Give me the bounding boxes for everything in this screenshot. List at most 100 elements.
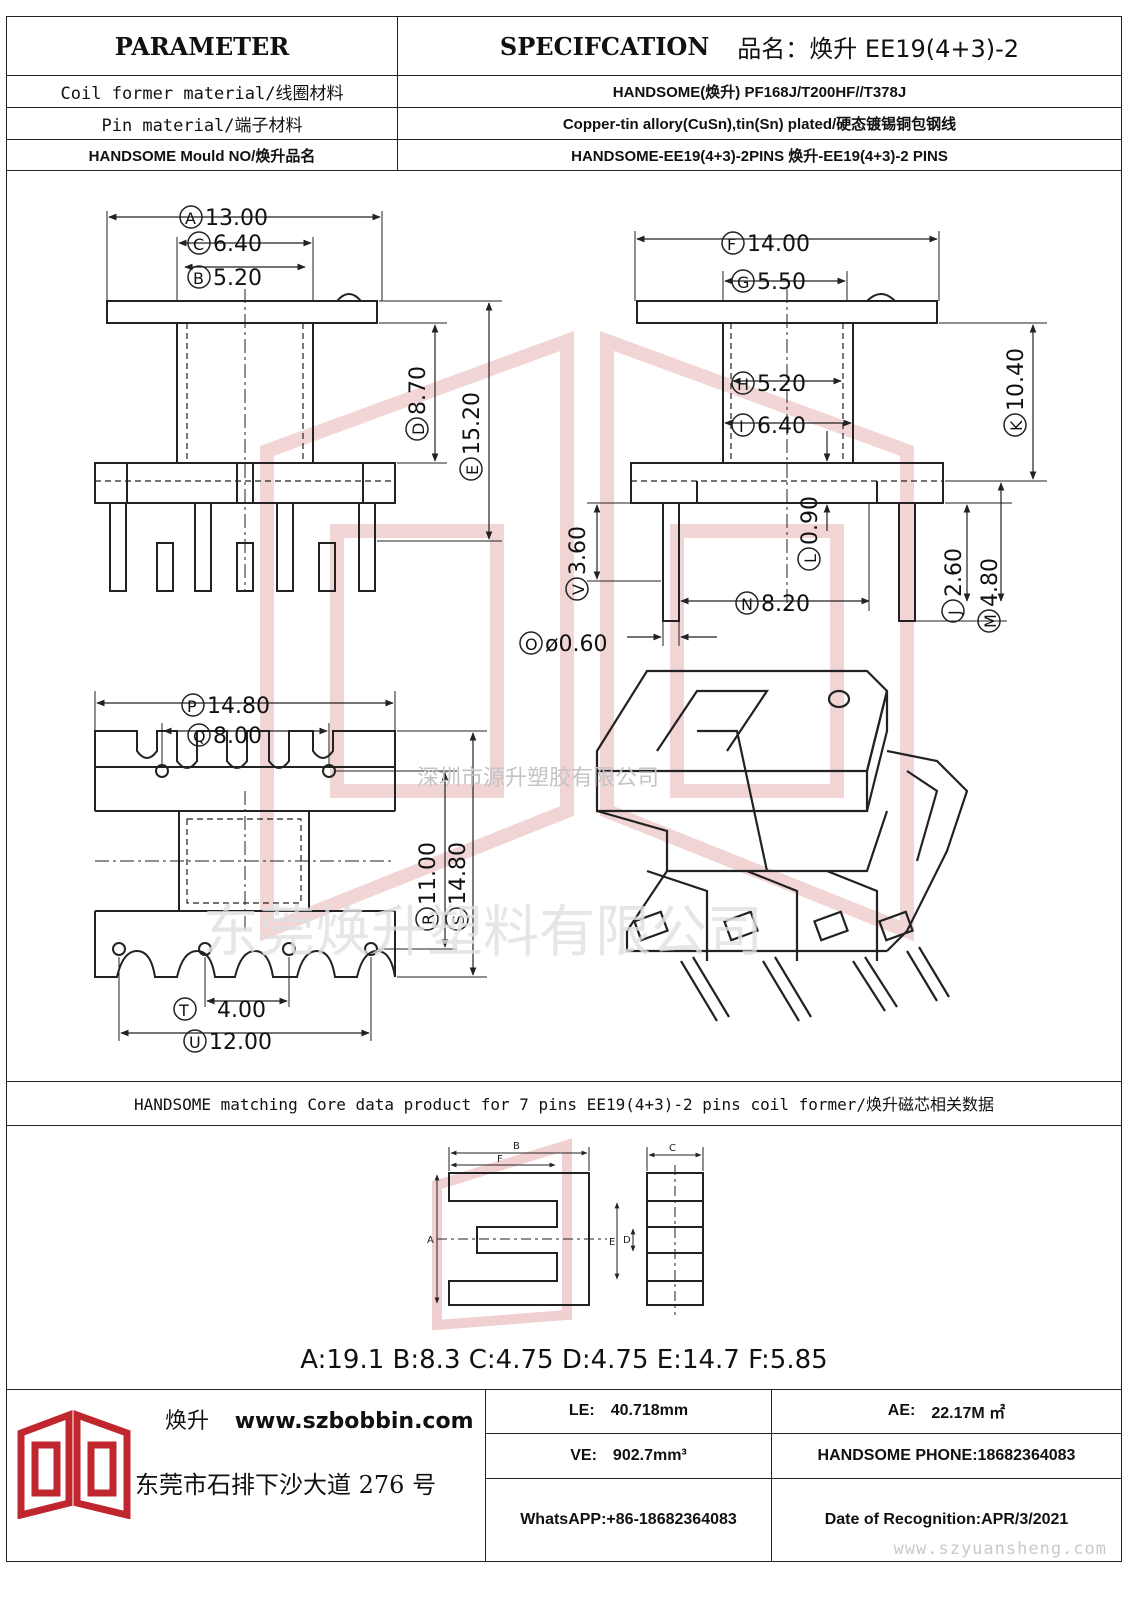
svg-text:E: E [463,465,482,475]
svg-text:B: B [193,269,204,288]
watermark-url: www.szyuansheng.com [893,1539,1107,1559]
ae-label: AE: [887,1402,916,1419]
core-data-header: HANDSOME matching Core data product for … [7,1081,1121,1126]
brand-line: 焕升 www.szbobbin.com [165,1403,474,1435]
le-cell: LE: 40.718mm [486,1389,772,1434]
dim-p-label: 14.80 [207,694,270,719]
side-view [587,231,1047,646]
bottom-view [94,691,487,1041]
spec-title: SPECIFCATION [499,31,710,61]
table-row-pin: Pin material/端子材料 Copper-tin allory(CuSn… [7,108,1121,140]
front-pins [109,502,376,592]
phone-cell: HANDSOME PHONE:18682364083 [772,1434,1121,1479]
parameter-table: PARAMETER SPECIFCATION 品名：焕升 EE19(4+3)-2… [7,17,1121,171]
core-parameters-grid: LE: 40.718mm AE: 22.17M ㎡ VE: 902.7mm³ H… [486,1389,1121,1561]
table-row-mould: HANDSOME Mould NO/焕升品名 HANDSOME-EE19(4+3… [7,140,1121,171]
svg-text:K: K [1007,420,1026,431]
svg-text:U: U [189,1033,201,1052]
svg-text:V: V [569,584,588,595]
ve-cell: VE: 902.7mm³ [486,1434,772,1479]
svg-text:N: N [741,595,753,614]
watermark-company-large: 东莞焕升塑料有限公司 [203,900,763,965]
dim-j-label: 2.60 [942,548,967,597]
core-label-e: E [609,1237,615,1248]
watermark-logo [260,330,914,942]
dim-o-label: ø0.60 [545,632,607,657]
dim-r-label: 11.00 [416,842,441,905]
website-link[interactable]: www.szbobbin.com [234,1409,474,1434]
svg-text:R: R [419,914,438,925]
svg-text:S: S [449,915,468,925]
date-cell: Date of Recognition:APR/3/2021 [824,1511,1069,1528]
dim-c-label: 6.40 [213,232,262,257]
svg-text:L: L [801,554,820,563]
whatsapp-cell: WhatsAPP:+86-18682364083 [486,1479,772,1561]
dim-e-label: 15.20 [460,392,485,455]
parameter-title: PARAMETER [7,17,398,75]
svg-text:C: C [193,235,204,254]
company-address: 东莞市石排下沙大道 276 号 [135,1471,437,1499]
dim-q-label: 8.00 [213,724,262,749]
dim-b-label: 5.20 [213,266,262,291]
svg-text:Q: Q [193,727,206,746]
dim-t-label: 4.00 [217,998,266,1023]
brand-name: 焕升 [165,1409,210,1434]
mould-no-value: HANDSOME-EE19(4+3)-2PINS 焕升-EE19(4+3)-2 … [571,147,948,165]
bobbin-drawing: A 13.00 C 6.40 B 5.20 D 8.70 E 15.20 F 14.00 G… [7,205,1121,1082]
svg-text:O: O [525,635,538,654]
ve-label: VE: [570,1447,597,1464]
dim-l-label: 0.90 [798,496,823,545]
dim-s-label: 14.80 [446,842,471,905]
handsome-logo [17,1409,131,1519]
core-drawing: B F A C E D [427,1138,704,1331]
svg-text:T: T [178,1001,189,1020]
core-label-a: A [427,1235,434,1246]
ae-cell: AE: 22.17M ㎡ [772,1389,1121,1434]
dim-h-label: 5.20 [757,372,806,397]
coil-material-value: HANDSOME(焕升) PF168J/T200HF//T378J [612,84,907,101]
dim-v-label: 3.60 [566,526,591,575]
svg-text:I: I [739,417,744,436]
dim-n-label: 8.20 [761,592,810,617]
dimension-labels: A 13.00 C 6.40 B 5.20 D 8.70 E 15.20 F 14.00 G… [173,205,1029,1055]
front-view [94,211,502,592]
core-label-c: C [669,1143,676,1154]
dim-g-label: 5.50 [757,270,806,295]
dim-a-label: 13.00 [205,206,268,231]
dim-k-label: 10.40 [1004,348,1029,411]
e-core-front [448,1172,590,1306]
dim-i-label: 6.40 [757,414,806,439]
dim-m-label: 4.80 [978,558,1003,607]
ve-value: 902.7mm³ [612,1447,687,1464]
svg-text:J: J [945,610,964,616]
svg-text:M: M [981,614,1000,628]
core-label-f: F [497,1154,503,1165]
dim-u-label: 12.00 [209,1030,272,1055]
le-label: LE: [568,1402,595,1419]
svg-text:A: A [185,209,196,228]
brand-block: 焕升 www.szbobbin.com 东莞市石排下沙大道 276 号 [7,1389,486,1561]
core-label-d: D [623,1235,631,1246]
table-row-coil: Coil former material/线圈材料 HANDSOME(焕升) P… [7,76,1121,108]
svg-text:G: G [737,273,749,292]
title-row: PARAMETER SPECIFCATION 品名：焕升 EE19(4+3)-2 [7,17,1121,76]
footer: 焕升 www.szbobbin.com 东莞市石排下沙大道 276 号 LE: … [7,1389,1121,1561]
isometric-view [595,669,969,1022]
spec-title-cell: SPECIFCATION 品名：焕升 EE19(4+3)-2 [398,17,1121,75]
pin-material-value: Copper-tin allory(CuSn),tin(Sn) plated/硬… [562,116,957,133]
ae-value: 22.17M ㎡ [931,1405,1006,1422]
svg-text:F: F [727,235,736,254]
spec-sheet: PARAMETER SPECIFCATION 品名：焕升 EE19(4+3)-2… [6,16,1122,1562]
svg-text:H: H [737,375,749,394]
dim-f-label: 14.00 [747,232,810,257]
watermark-company-small: 深圳市源升塑胶有限公司 [417,766,659,791]
le-value: 40.718mm [610,1402,689,1419]
mould-no-label: HANDSOME Mould NO/焕升品名 [7,140,398,170]
svg-text:D: D [409,423,428,435]
svg-text:P: P [187,697,197,716]
pin-material-label: Pin material/端子材料 [7,108,398,139]
coil-material-label: Coil former material/线圈材料 [7,76,398,107]
core-values: A:19.1 B:8.3 C:4.75 D:4.75 E:14.7 F:5.85 [7,1331,1121,1390]
core-label-b: B [513,1141,520,1152]
dim-d-label: 8.70 [406,366,431,415]
